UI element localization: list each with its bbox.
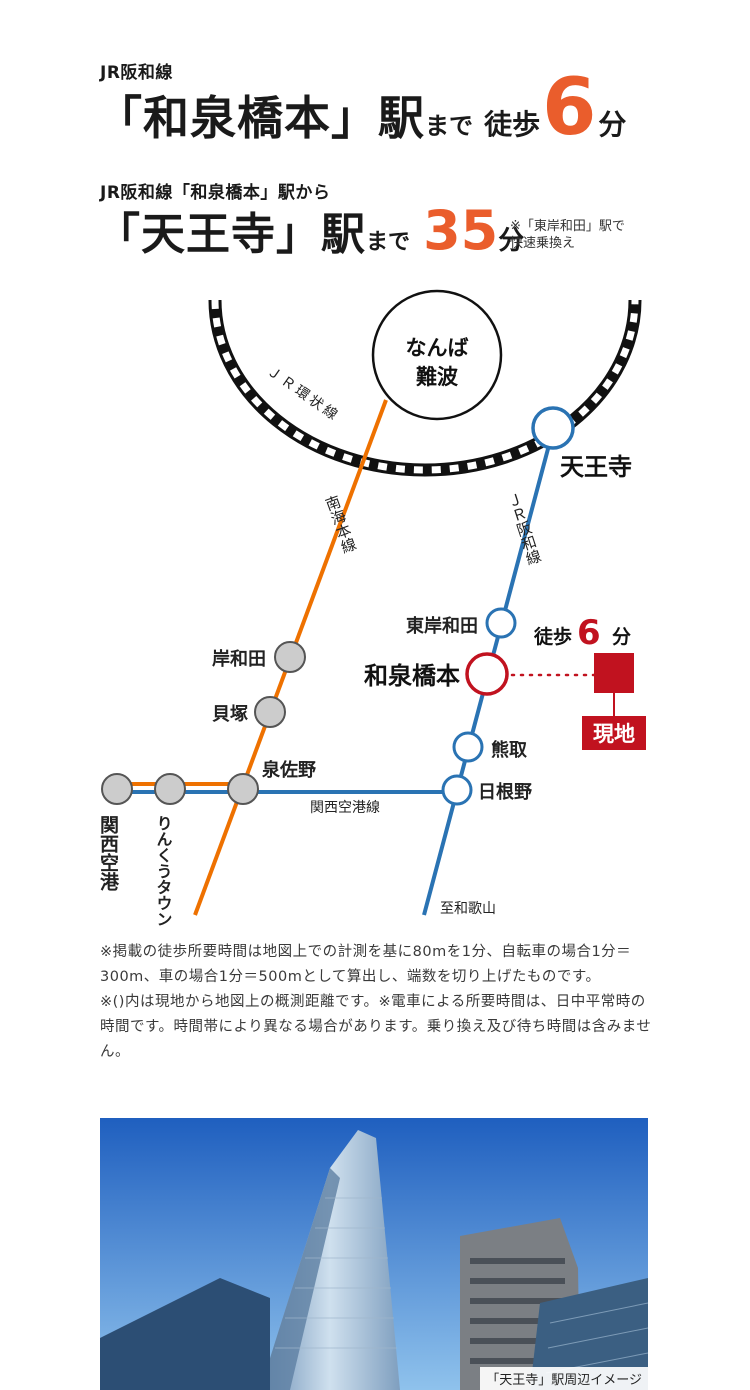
route-map: なんば 難波 ＪＲ環状線 南海本線 ＪＲ阪和線 関西空港線 天王寺 東岸和田 和… [97,289,646,927]
walk-fun: 分 [612,626,631,648]
higashikishiwada-label: 東岸和田 [406,615,478,637]
tennoji-photo-image [100,1118,648,1390]
kishiwada-label: 岸和田 [212,648,266,670]
namba-label-1: なんば [406,336,469,360]
headline-train-time: 「天王寺」駅まで 35分 [96,198,524,262]
photo-caption: 「天王寺」駅周辺イメージ [480,1367,648,1390]
subtitle-jr-hanwa: JR阪和線 [100,63,173,83]
kumatori-label: 熊取 [491,739,528,761]
tennoji-station-icon [531,406,575,450]
headline-station: 「和泉橋本」駅 [96,91,425,145]
headline-walk-time: 「和泉橋本」駅まで 徒歩6分 [96,69,627,148]
izumisano-label: 泉佐野 [262,759,316,781]
hineno-station-icon [441,774,473,806]
site-label-box [582,716,646,750]
kishiwada-station-icon [274,641,306,673]
transfer-note-line1: ※「東岸和田」駅で [510,219,625,234]
subtitle-from-station: JR阪和線「和泉橋本」駅から [100,183,331,203]
kaizuka-label: 貝塚 [212,704,248,725]
airport-line-label: 関西空港線 [310,800,380,816]
transfer-note-line2: 快速乗換え [510,236,576,251]
transfer-note: ※「東岸和田」駅で 快速乗換え [510,218,625,252]
rinku-town-label: りんくうタウン [154,815,173,927]
kansai-airport-station-icon [101,773,133,805]
hineno-label: 日根野 [478,781,532,803]
site-label: 現地 [593,722,635,746]
headline-walk-minutes: 6 [542,63,597,153]
tennoji-label: 天王寺 [560,453,632,481]
kansai-airport-label: 関西空港 [97,815,119,892]
namba-station-icon [371,289,503,421]
headline2-station: 「天王寺」駅 [96,209,366,260]
footnotes: ※掲載の徒歩所要時間は地図上での計測を基に80mを1分、自転車の場合1分＝300… [100,940,660,1065]
izumisano-station-icon [227,773,259,805]
headline2-made: まで [366,230,411,255]
walk-label: 徒歩 [533,625,572,648]
nankai-line-label: 南海本線 [322,493,360,556]
headline2-fun: 分 [498,226,525,256]
izumihashimoto-station-icon [465,652,509,696]
loop-line [208,299,642,477]
headline2-minutes: 35 [423,199,499,262]
tennoji-area-photo: 「天王寺」駅周辺イメージ [100,1118,648,1390]
headline-walk: 徒歩 [484,108,541,141]
site-marker-icon [594,653,634,693]
hanwa-line-label: ＪＲ阪和線 [503,490,543,567]
headline-fun: 分 [598,108,627,141]
higashikishiwada-station-icon [485,607,517,639]
footnote-train-time: ※()内は現地から地図上の概測距離です。※電車による所要時間は、日中平常時の時間… [100,994,652,1060]
footnote-walk-time: ※掲載の徒歩所要時間は地図上での計測を基に80mを1分、自転車の場合1分＝300… [100,944,632,985]
headline-made: まで [425,112,473,140]
kaizuka-station-icon [254,696,286,728]
walk-minutes: 6 [577,613,601,653]
to-wakayama-label: 至和歌山 [440,901,496,917]
rinku-town-station-icon [154,773,186,805]
namba-label-2: 難波 [416,365,459,389]
kumatori-station-icon [452,731,484,763]
izumihashimoto-label: 和泉橋本 [364,662,460,690]
